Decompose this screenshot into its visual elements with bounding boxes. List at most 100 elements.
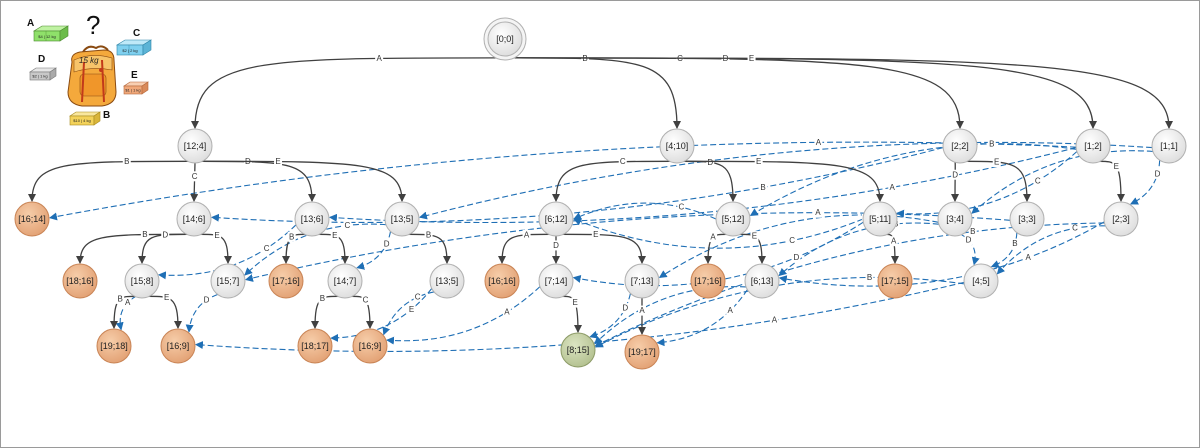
- tree-edge-label-bg: [190, 171, 199, 182]
- state-node-n18_16: [18;16]: [62, 263, 98, 299]
- back-edge-label-bg: [202, 295, 211, 306]
- tree-edge-label-bg: [747, 53, 756, 64]
- tree-edge-label: B: [320, 294, 325, 303]
- tree-edge-label: E: [749, 54, 754, 63]
- node-label: [16;16]: [488, 276, 516, 286]
- tree-edge-label: A: [891, 237, 897, 246]
- node-label: [8;15]: [567, 345, 590, 355]
- tree-edge-label: E: [752, 232, 757, 241]
- tree-edge-label-bg: [951, 169, 960, 180]
- tree-edge: [200, 160, 406, 202]
- back-edge: [1129, 160, 1161, 205]
- back-edge-label: A: [728, 306, 734, 315]
- tree-edge-label-bg: [522, 229, 531, 240]
- tree-edge-label: E: [275, 157, 280, 166]
- state-node-n17_15: [17;15]: [877, 263, 913, 299]
- tree-edge-label-bg: [1112, 161, 1121, 172]
- back-edge-label: E: [409, 305, 414, 314]
- node-circle: [963, 263, 999, 299]
- back-edge: [896, 151, 1078, 218]
- node-circle: [744, 263, 780, 299]
- question-mark: ?: [86, 10, 100, 40]
- back-edge-label: A: [816, 138, 822, 147]
- box-b-label: $10 | 4 kg: [73, 118, 91, 123]
- tree-edge-label-bg: [287, 231, 296, 242]
- node-label: [5;12]: [722, 214, 745, 224]
- node-label: [5;11]: [869, 214, 891, 224]
- node-circle: [1151, 128, 1187, 164]
- tree-edge-label-bg: [591, 229, 600, 240]
- node-label: [15;8]: [131, 276, 154, 286]
- back-edge: [330, 288, 433, 342]
- back-edge: [594, 222, 1105, 347]
- state-node-n4_5: [4;5]: [963, 263, 999, 299]
- tree-edge-label-bg: [889, 236, 898, 247]
- back-edge-label: B: [760, 183, 765, 192]
- root-node-circle: [487, 21, 523, 57]
- box-d-label: $2 | 1 kg: [32, 74, 47, 79]
- node-label: [4;5]: [972, 276, 990, 286]
- box-e-icon: [123, 81, 149, 95]
- tree-edge: [190, 162, 199, 202]
- state-node-n1_1: [1;1]: [1151, 128, 1187, 164]
- back-edge-label: C: [678, 203, 684, 212]
- node-circle: [268, 263, 304, 299]
- state-node-n6_13: [6;13]: [744, 263, 780, 299]
- node-label: [17;16]: [272, 276, 300, 286]
- node-circle: [1009, 201, 1045, 237]
- back-edge: [572, 221, 864, 287]
- node-circle: [1075, 128, 1111, 164]
- node-label: [1;2]: [1084, 141, 1102, 151]
- back-edge: [418, 141, 1153, 220]
- node-circle: [384, 201, 420, 237]
- tree-edge-label: B: [124, 157, 129, 166]
- node-circle: [297, 328, 333, 364]
- node-circle: [62, 263, 98, 299]
- tree-edge-label: E: [756, 157, 761, 166]
- node-label: [14;7]: [334, 276, 357, 286]
- tree-edge: [512, 57, 964, 129]
- back-edge-label-bg: [814, 137, 823, 148]
- tree-edge-label-bg: [140, 229, 149, 240]
- node-circle: [1103, 201, 1139, 237]
- tree-edge: [138, 233, 189, 264]
- state-node-n1_2: [1;2]: [1075, 128, 1111, 164]
- back-edge-label-bg: [407, 304, 416, 315]
- state-node-n4_10: [4;10]: [659, 128, 695, 164]
- tree-edge: [407, 233, 451, 264]
- tree-edge-label-bg: [122, 156, 131, 167]
- node-label: [2;3]: [1112, 214, 1130, 224]
- state-node-n5_11: [5;11]: [862, 201, 898, 237]
- back-edge: [115, 296, 136, 331]
- box-b-letter: B: [103, 110, 110, 121]
- state-node-n18_17: [18;17]: [297, 328, 333, 364]
- tree-edge-label-bg: [618, 156, 627, 167]
- backpack-capacity: 15 kg: [79, 56, 99, 65]
- node-circle: [429, 263, 465, 299]
- node-label: [0;0]: [496, 34, 514, 44]
- node-circle: [624, 263, 660, 299]
- node-circle: [659, 128, 695, 164]
- back-edge-layer: AAABBCCDCCBBCCCDCEDDAACDAABABDAA: [48, 137, 1162, 352]
- back-edge: [573, 217, 864, 249]
- node-label: [12;4]: [184, 141, 207, 151]
- node-label: [3;3]: [1018, 214, 1036, 224]
- back-edge-label-bg: [1071, 223, 1080, 234]
- node-circle: [14, 201, 50, 237]
- back-edge: [356, 231, 392, 270]
- node-circle: [560, 332, 596, 368]
- back-edge-label: A: [772, 316, 778, 325]
- tree-edge-label: A: [524, 230, 530, 239]
- back-edge-label: C: [345, 221, 351, 230]
- back-edge-label-bg: [1153, 168, 1162, 179]
- state-node-n19_17: [19;17]: [624, 334, 660, 370]
- tree-edge-label-bg: [361, 294, 370, 305]
- node-circle: [160, 328, 196, 364]
- node-circle: [942, 128, 978, 164]
- node-label: [2;2]: [951, 141, 969, 151]
- back-edge-label: C: [1072, 224, 1078, 233]
- node-layer: [0;0][12;4][4;10][2;2][1;2][1;1][16;14][…: [14, 17, 1187, 370]
- node-label: [19;18]: [100, 341, 128, 351]
- node-label: [6;13]: [751, 276, 774, 286]
